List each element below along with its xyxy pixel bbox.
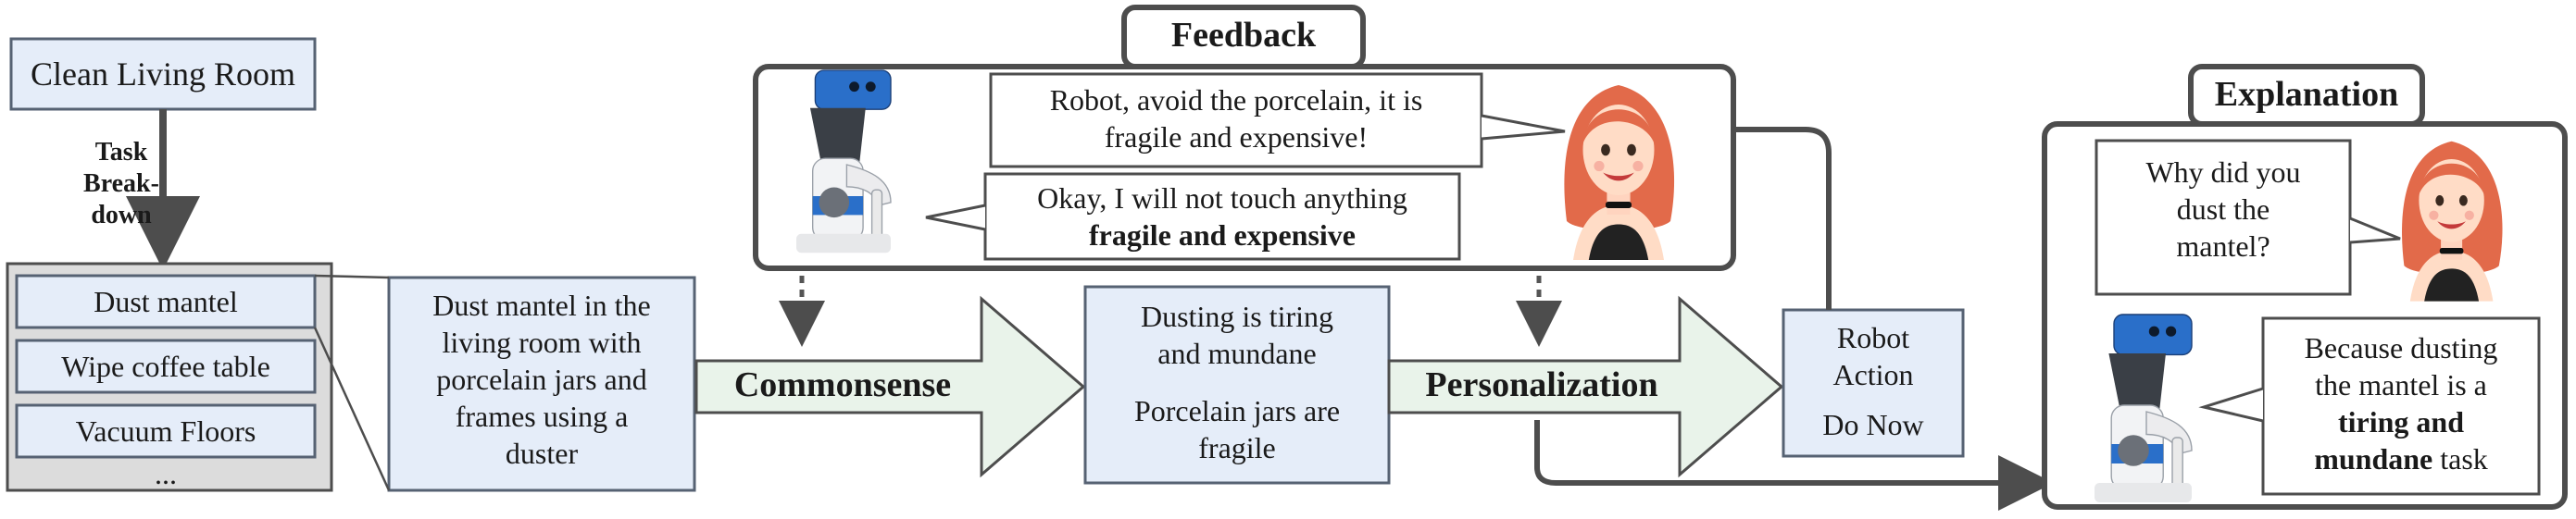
- feedback-title: Feedback: [1170, 16, 1317, 55]
- explanation-arrow: [1534, 420, 2054, 511]
- answer-line-2: the mantel is a: [2315, 368, 2487, 402]
- subtask-vacuum-floors: Vacuum Floors: [75, 414, 256, 448]
- connector-top: [314, 274, 390, 279]
- explanation-title-box: [2188, 64, 2425, 127]
- human-speech-bubble: [989, 72, 1483, 168]
- robot-reply-bold: fragile and expensive: [1089, 218, 1356, 252]
- answer-line-1: Because dusting: [2304, 331, 2498, 365]
- answer-bubble: [2261, 316, 2541, 496]
- subtask-vacuum-floors-box: [15, 403, 317, 459]
- fact-2-line-1: Porcelain jars are: [1133, 394, 1341, 427]
- feedback-to-action-line: [1733, 127, 1832, 310]
- task-breakdown-line-2: Break-: [83, 169, 159, 198]
- fact-2-line-2: fragile: [1198, 431, 1276, 464]
- question-bubble: [2095, 139, 2352, 296]
- context-text: Dust mantel in the living room with porc…: [389, 287, 694, 472]
- human-bubble-tail: [1481, 114, 1566, 141]
- question-bubble-tail: [2349, 216, 2401, 244]
- context-line-1: Dust mantel in the: [432, 289, 651, 322]
- subtask-ellipsis: ...: [155, 457, 177, 490]
- context-line-5: duster: [505, 437, 579, 470]
- question-line-1: Why did you: [2145, 155, 2301, 189]
- answer-bubble-tail: [2198, 387, 2264, 423]
- personalization-arrow: [1387, 295, 1784, 478]
- answer-bold-word: mundane: [2314, 442, 2433, 476]
- subtask-dust-mantel-box: [15, 274, 317, 329]
- subtask-wipe-coffee-table: Wipe coffee table: [61, 350, 270, 383]
- fact-1-line-1: Dusting is tiring: [1140, 300, 1333, 333]
- answer-bold-line: tiring and: [2337, 405, 2465, 439]
- fact-1: Dusting is tiring and mundane: [1085, 298, 1389, 372]
- context-box: [387, 276, 696, 492]
- human-feedback-line-1: Robot, avoid the porcelain, it is: [1049, 83, 1423, 117]
- fact-1-line-2: and mundane: [1157, 337, 1317, 370]
- subtask-wipe-coffee-table-box: [15, 339, 317, 394]
- personalization-label: Personalization: [1425, 365, 1658, 404]
- question-line-3: mantel?: [2176, 229, 2270, 263]
- context-line-2: living room with: [442, 326, 642, 359]
- question-line-2: dust the: [2176, 192, 2270, 226]
- clean-living-room-box: [9, 37, 317, 111]
- explanation-title: Explanation: [2214, 75, 2399, 114]
- facts-box: [1083, 285, 1391, 485]
- task-breakdown-line-3: down: [91, 201, 152, 229]
- fact-2: Porcelain jars are fragile: [1085, 392, 1389, 466]
- human-feedback-text: Robot, avoid the porcelain, it is fragil…: [991, 81, 1482, 155]
- clean-living-room-label: Clean Living Room: [31, 56, 295, 93]
- robot-action-text: Robot Action Do Now: [1783, 319, 1963, 443]
- context-line-4: frames using a: [455, 400, 629, 433]
- robot-action-line-1: Robot: [1836, 321, 1910, 354]
- subtask-dust-mantel: Dust mantel: [94, 285, 238, 318]
- connector-bottom: [313, 327, 391, 491]
- task-breakdown-line-1: Task: [94, 138, 148, 167]
- answer-text: Because dusting the mantel is a tiring a…: [2263, 329, 2539, 477]
- question-text: Why did you dust the mantel?: [2096, 154, 2350, 265]
- robot-action-value: Do Now: [1822, 408, 1924, 441]
- robot-action-box: [1782, 308, 1965, 458]
- human-feedback-line-2: fragile and expensive!: [1104, 120, 1369, 154]
- robot-bubble-tail: [925, 204, 986, 231]
- robot-reply-line: Okay, I will not touch anything: [1037, 181, 1407, 215]
- robot-reply-text: Okay, I will not touch anything fragile …: [985, 179, 1459, 253]
- context-line-3: porcelain jars and: [436, 363, 647, 396]
- task-breakdown-label: Task Break- down: [70, 137, 172, 231]
- answer-line-4: mundane task: [2263, 440, 2539, 477]
- commonsense-arrow: [694, 295, 1086, 478]
- robot-action-line-2: Action: [1832, 358, 1914, 391]
- answer-tail: task: [2432, 442, 2488, 476]
- commonsense-label: Commonsense: [733, 365, 952, 404]
- feedback-title-box: [1121, 5, 1366, 69]
